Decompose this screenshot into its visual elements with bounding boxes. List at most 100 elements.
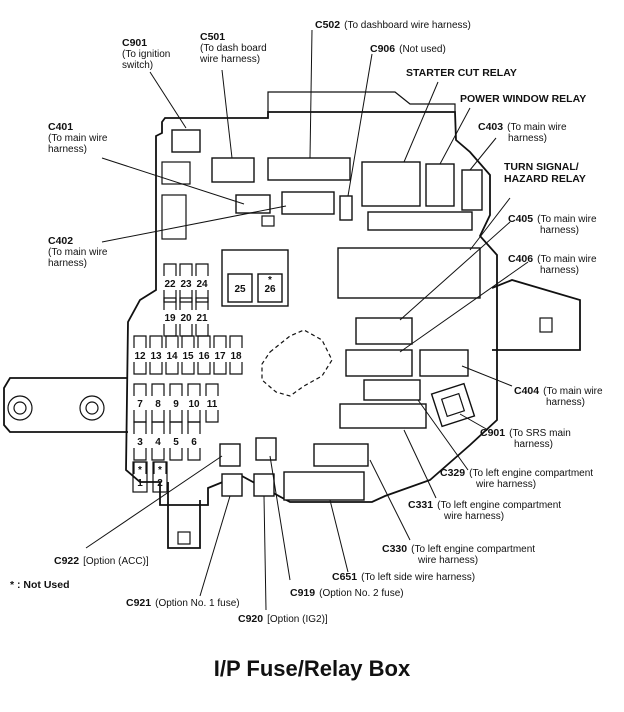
fuse-slot-18	[229, 335, 243, 348]
fuse-label-13: 13	[150, 351, 162, 362]
c404-connector	[419, 349, 469, 377]
fuse-slot-lower-6	[187, 448, 201, 461]
label-starter-cut-relay: STARTER CUT RELAY	[406, 67, 517, 79]
fuse-slot-lower-19	[163, 324, 177, 337]
fuse-label-20: 20	[180, 313, 192, 324]
c901-srs-connector	[430, 382, 476, 428]
fuse-slot-12	[133, 335, 147, 348]
label-c906: C906(Not used)	[370, 43, 446, 55]
fuse-slot-lower-21	[195, 324, 209, 337]
fuse-slot-6	[187, 421, 201, 434]
fuse-slot-lower-3	[133, 448, 147, 461]
fuse-label-12: 12	[134, 351, 146, 362]
c406-connector	[345, 349, 413, 377]
label-footnote: * : Not Used	[10, 579, 70, 591]
fuse-slot-23	[179, 263, 193, 276]
fuse-slot-lower-16	[197, 362, 211, 375]
fuse-label-9: 9	[173, 399, 179, 410]
fuse-slot-lower-17	[213, 362, 227, 375]
fuse-slot-lower-4	[151, 448, 165, 461]
c501-connector	[211, 157, 255, 183]
label-turn-signal: TURN SIGNAL/HAZARD RELAY	[504, 161, 586, 185]
fuse-slot-7	[133, 383, 147, 396]
fuse-box-1	[132, 461, 148, 493]
fuse-slot-19	[163, 297, 177, 310]
leader-lines	[85, 29, 529, 611]
fuse-label-5: 5	[173, 437, 179, 448]
c502-connector	[267, 157, 351, 181]
diagram-title: I/P Fuse/Relay Box	[214, 656, 411, 681]
long-connector	[367, 211, 473, 231]
fuse-slot-9	[169, 383, 183, 396]
fuse-slot-lower-5	[169, 448, 183, 461]
fuse-slot-3	[133, 421, 147, 434]
fuse-slot-8	[151, 383, 165, 396]
fuse-slot-10	[187, 383, 201, 396]
fuse-slot-lower-7	[133, 410, 147, 423]
fuse-slot-lower-11	[205, 410, 219, 423]
fuse-slot-13	[149, 335, 163, 348]
c329-connector	[363, 379, 421, 401]
fuse-slot-24	[195, 263, 209, 276]
fuse-label-7: 7	[137, 399, 143, 410]
c901-connector	[171, 129, 201, 153]
fuse-label-8: 8	[155, 399, 161, 410]
right-bracket-hole	[539, 317, 553, 333]
fuse-label-23: 23	[180, 279, 192, 290]
fuse-slot-lower-10	[187, 410, 201, 423]
fuse-slot-4	[151, 421, 165, 434]
fuse-slot-lower-18	[229, 362, 243, 375]
label-c922: C922[Option (ACC)]	[54, 555, 149, 567]
label-c921: C921(Option No. 1 fuse)	[126, 597, 240, 609]
c919-connector	[255, 437, 277, 461]
starter-cut-relay	[361, 161, 421, 207]
power-window-relay	[425, 163, 455, 207]
fuse-label-11: 11	[207, 399, 218, 410]
fuse-label-24: 24	[196, 279, 208, 290]
fuse-label-16: 16	[198, 351, 210, 362]
c405-connector	[355, 317, 413, 345]
fuse-slot-20	[179, 297, 193, 310]
fuse-star-2: *	[158, 465, 162, 476]
label-c920: C920[Option (IG2)]	[238, 613, 328, 625]
left-mount-ear	[3, 377, 128, 433]
relay-dashed-outline	[261, 329, 333, 397]
fuse-slot-16	[197, 335, 211, 348]
fuse-slot-5	[169, 421, 183, 434]
c921-connector	[221, 473, 243, 497]
fuse-label-3: 3	[137, 437, 143, 448]
fuse-label-22: 22	[164, 279, 176, 290]
label-c919: C919(Option No. 2 fuse)	[290, 587, 404, 599]
left-bolt-hole2-inner	[85, 401, 99, 415]
fuse-label-19: 19	[164, 313, 176, 324]
relay-25	[227, 273, 253, 303]
left-bolt-hole-outer	[7, 395, 33, 421]
fuse-slot-21	[195, 297, 209, 310]
c403-connector	[461, 169, 483, 211]
label-c502: C502(To dashboard wire harness)	[315, 19, 471, 31]
fuse-slot-lower-24	[195, 290, 209, 303]
fuse-slot-14	[165, 335, 179, 348]
c920-connector	[253, 473, 275, 497]
turn-signal-hazard-relay	[337, 247, 481, 299]
fuse-slot-lower-20	[179, 324, 193, 337]
fuse-slot-15	[181, 335, 195, 348]
fuse-slot-22	[163, 263, 177, 276]
c401-connector	[235, 194, 271, 214]
fuse-slot-lower-14	[165, 362, 179, 375]
relay-25-label: 25	[234, 284, 246, 295]
label-c651: C651(To left side wire harness)	[332, 571, 475, 583]
bottom-clip	[167, 482, 201, 549]
